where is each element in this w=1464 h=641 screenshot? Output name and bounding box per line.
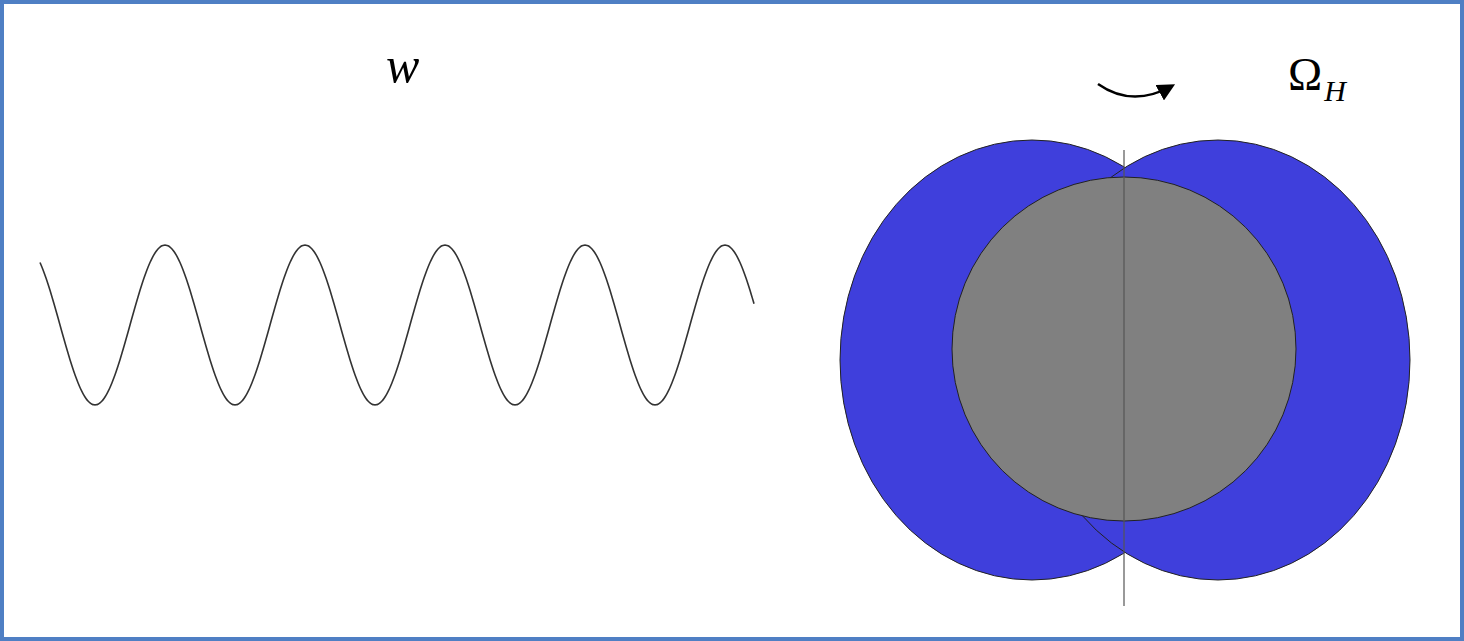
angular-velocity-label: Ω — [1288, 52, 1322, 98]
frequency-label: w — [386, 40, 419, 90]
rotation-axis — [1123, 150, 1124, 606]
subscript-label: H — [1324, 76, 1346, 106]
ergosphere — [840, 140, 1410, 580]
rotation-arrow — [1098, 84, 1172, 97]
wave — [40, 245, 754, 405]
